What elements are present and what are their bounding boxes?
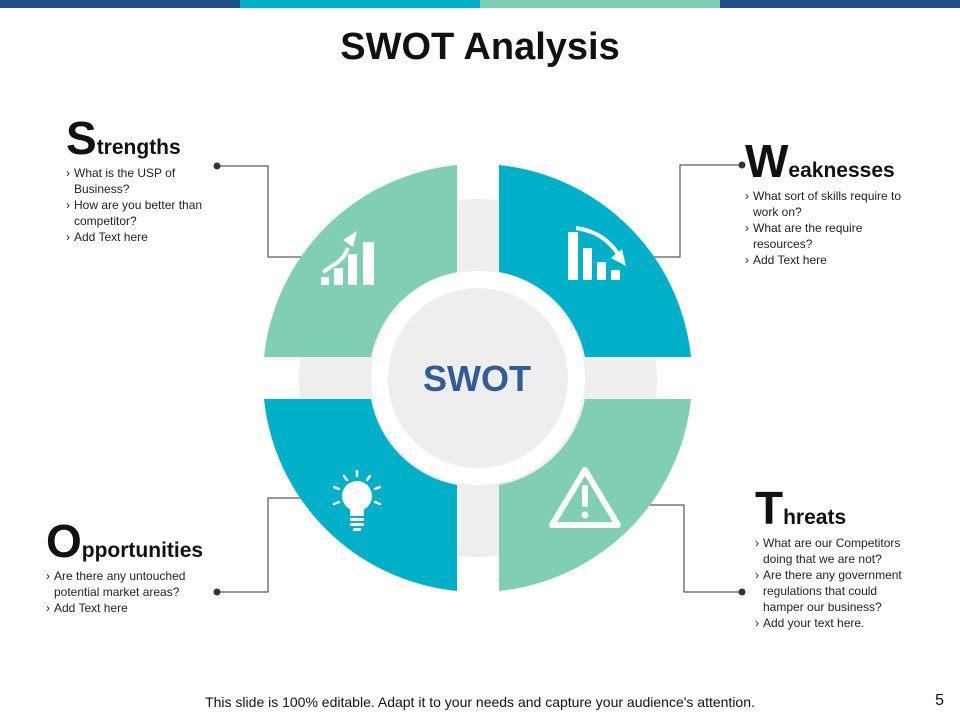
top-bar-segment-1 [0, 0, 240, 8]
threats-bullets: What are our Competitors doing that we a… [755, 535, 920, 631]
opportunities-bullet: Are there any untouched potential market… [46, 568, 204, 600]
threats-bullet: What are our Competitors doing that we a… [755, 535, 920, 567]
weaknesses-bullet: What sort of skills require to work on? [745, 188, 921, 220]
footer-note: This slide is 100% editable. Adapt it to… [205, 694, 755, 710]
top-accent-bar [0, 0, 960, 8]
warning-icon [549, 467, 621, 528]
connector-dot-weaknesses [738, 161, 746, 169]
growth-chart-icon [321, 231, 374, 285]
weaknesses-block: Weaknesses What sort of skills require t… [745, 138, 925, 268]
threats-initial: T [755, 482, 784, 534]
strengths-bullet: Add Text here [66, 229, 218, 245]
strengths-initial: S [66, 112, 97, 164]
weaknesses-heading: Weaknesses [745, 138, 925, 184]
weaknesses-title-rest: eaknesses [788, 159, 895, 182]
threats-bullet: Add your text here. [755, 615, 920, 631]
sector-weaknesses [499, 165, 691, 357]
threats-block: Threats What are our Competitors doing t… [755, 485, 935, 631]
page-number: 5 [935, 692, 944, 709]
connector-strengths [217, 165, 305, 258]
connector-weaknesses [652, 164, 742, 258]
opportunities-block: Opportunities Are there any untouched po… [46, 518, 236, 616]
opportunities-bullets: Are there any untouched potential market… [46, 568, 204, 616]
strengths-block: Strengths What is the USP of Business? H… [66, 115, 226, 245]
connector-dot-opportunities [213, 588, 221, 596]
connector-opportunities [217, 497, 300, 593]
top-bar-segment-3 [480, 0, 720, 8]
top-bar-segment-2 [240, 0, 480, 8]
center-label: SWOT [423, 358, 531, 399]
lightbulb-icon [332, 469, 382, 531]
sector-threats [499, 399, 691, 591]
strengths-bullet: What is the USP of Business? [66, 165, 218, 197]
threats-heading: Threats [755, 485, 935, 531]
weaknesses-bullet: Add Text here [745, 252, 921, 268]
center-disc [388, 288, 568, 468]
connector-threats [650, 504, 742, 593]
opportunities-heading: Opportunities [46, 518, 236, 564]
threats-bullet: Are there any government regulations tha… [755, 567, 920, 615]
connector-dot-threats [738, 588, 746, 596]
strengths-heading: Strengths [66, 115, 226, 161]
weaknesses-bullets: What sort of skills require to work on? … [745, 188, 921, 268]
weaknesses-initial: W [745, 135, 789, 187]
slide-title: SWOT Analysis [340, 26, 620, 68]
weaknesses-bullet: What are the require resources? [745, 220, 921, 252]
strengths-title-rest: trengths [96, 136, 181, 159]
opportunities-bullet: Add Text here [46, 600, 204, 616]
threats-title-rest: hreats [783, 506, 847, 529]
declining-chart-icon [568, 226, 626, 280]
top-bar-segment-4 [720, 0, 960, 8]
connector-lines [217, 164, 742, 593]
strengths-bullet: How are you better than competitor? [66, 197, 218, 229]
sector-strengths [264, 165, 457, 357]
opportunities-initial: O [46, 515, 82, 567]
opportunities-title-rest: pportunities [81, 539, 204, 562]
strengths-bullets: What is the USP of Business? How are you… [66, 165, 218, 245]
